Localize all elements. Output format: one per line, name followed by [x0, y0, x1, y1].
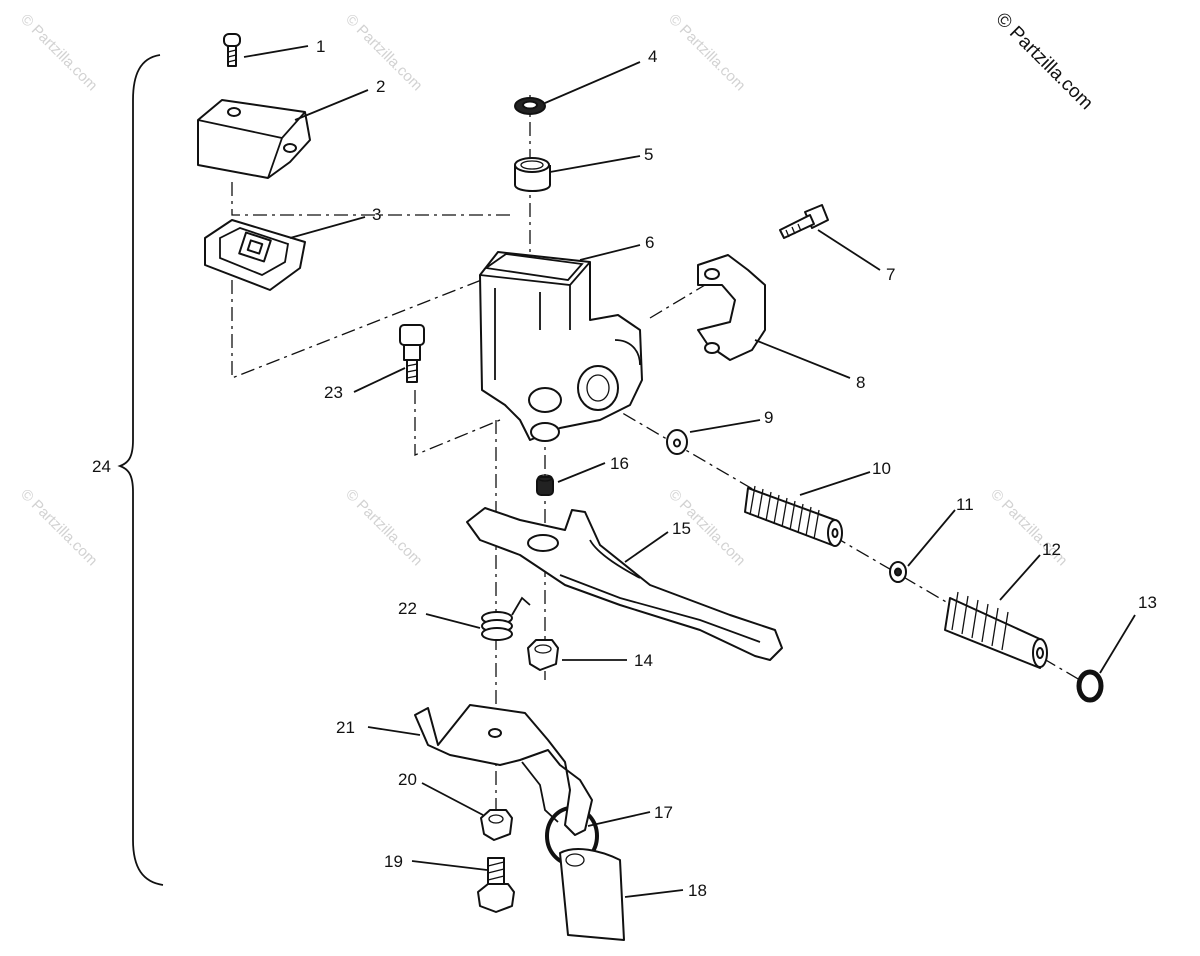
part-8-clamp — [697, 254, 766, 361]
part-22-spring — [481, 596, 531, 641]
part-16-pin — [536, 474, 554, 496]
part-1-screw — [223, 33, 241, 67]
part-23-shoulder-bolt — [399, 324, 425, 383]
part-13-o-ring — [1076, 669, 1104, 703]
leader-lines — [243, 45, 1136, 898]
callout-16: 16 — [610, 454, 629, 473]
callout-10: 10 — [872, 459, 891, 478]
part-21-bracket — [414, 704, 593, 836]
part-15-lever — [466, 507, 783, 661]
part-12-piston — [944, 591, 1048, 669]
callout-14: 14 — [634, 651, 653, 670]
construction-lines — [231, 95, 1081, 830]
part-14-nut — [527, 639, 559, 671]
callout-12: 12 — [1042, 540, 1061, 559]
callout-4: 4 — [648, 47, 657, 66]
part-6-master-cylinder — [479, 251, 643, 442]
callout-20: 20 — [398, 770, 417, 789]
watermark: © Partzilla.com — [17, 11, 100, 94]
part-9-washer — [666, 429, 688, 455]
part-11-washer — [889, 561, 907, 583]
callout-19: 19 — [384, 852, 403, 871]
callout-13: 13 — [1138, 593, 1157, 612]
part-5-bushing — [514, 157, 551, 192]
part-18-tag — [559, 848, 625, 941]
part-10-boot — [744, 485, 843, 547]
copyright-text: © Partzilla.com — [991, 9, 1096, 114]
watermark: © Partzilla.com — [665, 11, 748, 94]
callout-11: 11 — [956, 495, 974, 514]
callout-17: 17 — [654, 803, 673, 822]
callout-24: 24 — [92, 457, 111, 476]
watermark: © Partzilla.com — [17, 486, 100, 569]
callout-labels: 1 2 3 4 5 6 7 8 9 10 11 12 13 14 15 16 1… — [92, 37, 1157, 900]
callout-1: 1 — [316, 37, 325, 56]
callout-6: 6 — [645, 233, 654, 252]
callout-8: 8 — [856, 373, 865, 392]
callout-15: 15 — [672, 519, 691, 538]
part-19-bolt — [477, 857, 515, 913]
watermark: © Partzilla.com — [342, 486, 425, 569]
part-3-diaphragm — [204, 219, 306, 291]
part-20-nut — [480, 809, 513, 841]
callout-22: 22 — [398, 599, 417, 618]
callout-18: 18 — [688, 881, 707, 900]
callout-3: 3 — [372, 205, 381, 224]
callout-23: 23 — [324, 383, 343, 402]
part-2-reservoir-cover — [197, 99, 311, 179]
part-7-clamp-bolt — [779, 204, 829, 239]
callout-5: 5 — [644, 145, 653, 164]
callout-7: 7 — [886, 265, 895, 284]
callout-21: 21 — [336, 718, 355, 737]
part-4-washer — [514, 97, 546, 115]
callout-2: 2 — [376, 77, 385, 96]
callout-9: 9 — [764, 408, 773, 427]
assembly-brace — [117, 54, 164, 886]
